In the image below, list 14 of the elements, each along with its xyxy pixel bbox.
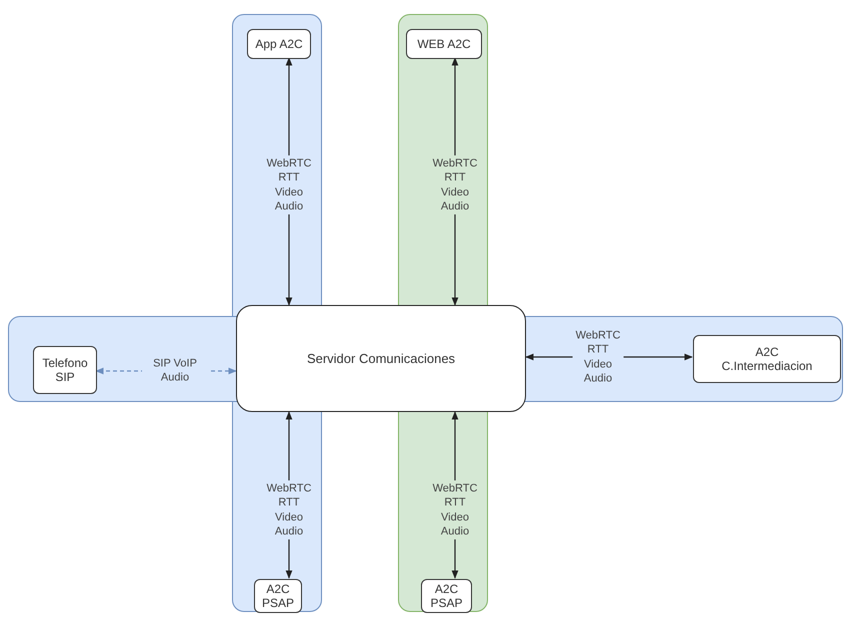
node-label: Telefono SIP: [41, 356, 89, 384]
endpoint-box: [254, 579, 302, 613]
node-label: Servidor Comunicaciones: [306, 350, 456, 366]
endpoint-box: [406, 29, 482, 59]
node-label: A2C PSAP: [260, 582, 295, 610]
node-label: A2C C.Intermediacion: [720, 344, 814, 374]
endpoint-box: [247, 29, 311, 59]
node-label: WEB A2C: [417, 36, 471, 52]
endpoint-box: [421, 579, 472, 613]
node-label: App A2C: [255, 36, 303, 52]
server-box: [236, 305, 526, 412]
endpoint-box: [693, 335, 841, 383]
node-label: A2C PSAP: [429, 582, 464, 610]
endpoint-box: [33, 346, 97, 394]
